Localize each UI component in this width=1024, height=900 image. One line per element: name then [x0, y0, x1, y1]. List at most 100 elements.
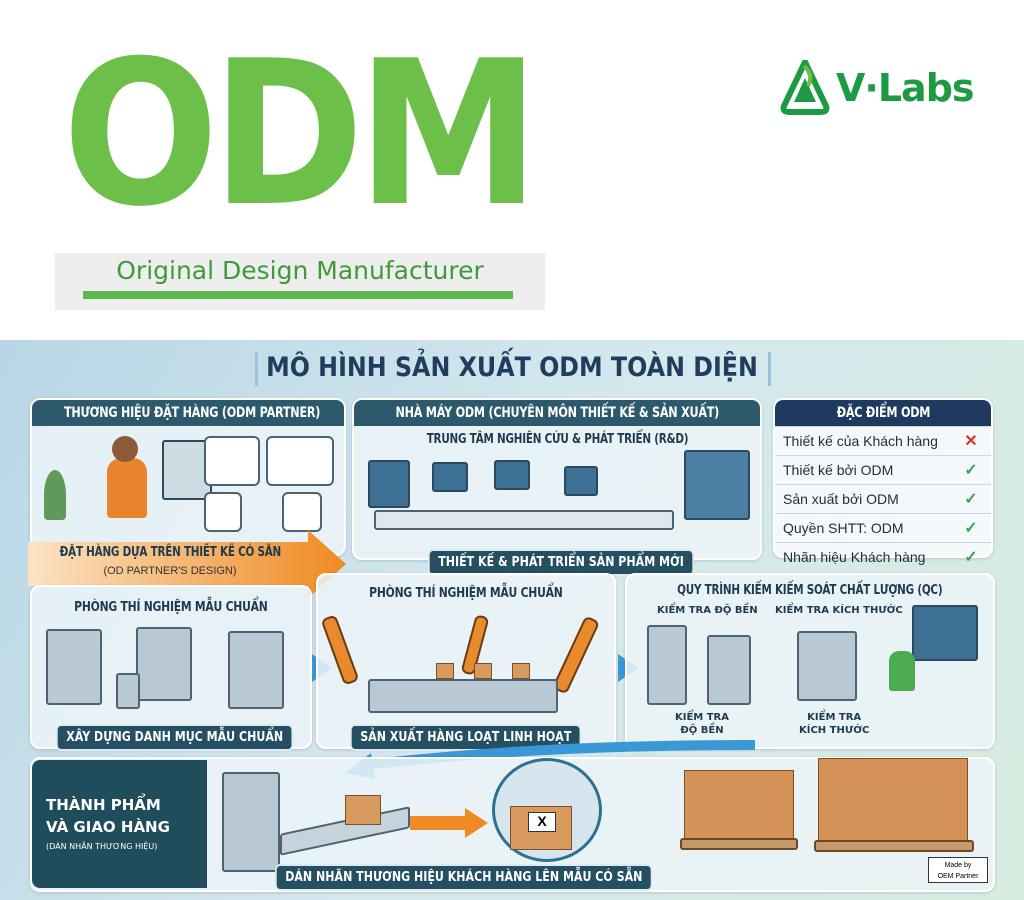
feature-row: Sản xuất bởi ODM✓: [775, 484, 991, 514]
touch-card: [282, 492, 322, 532]
product-box: [345, 795, 381, 825]
feature-label: Sản xuất bởi ODM: [775, 484, 951, 514]
pallet-boxes: [684, 770, 794, 840]
product-box: [474, 663, 492, 679]
stamp-line: Made by: [944, 862, 972, 869]
features-panel: ĐẶC ĐIỂM ODM Thiết kế của Khách hàng✕Thi…: [773, 398, 993, 571]
lab-machine: [228, 631, 284, 709]
title-divider: [255, 352, 258, 386]
delivery-title: THÀNH PHẨM: [46, 796, 161, 814]
delivery-title-box: THÀNH PHẨM VÀ GIAO HÀNG (DÁN NHÃN THƯƠNG…: [32, 760, 207, 888]
plant-illustration: [44, 470, 66, 520]
rd-monitor: [494, 460, 530, 490]
lab-machine-small: [116, 673, 140, 709]
tablet-card: [204, 492, 242, 532]
delivery-sub: (DÁN NHÃN THƯƠNG HIỆU): [46, 842, 158, 851]
logo-text: V·Labs: [836, 66, 975, 110]
feature-label: Nhãn hiệu Khách hàng: [775, 542, 951, 571]
check-icon: ✓: [951, 484, 991, 514]
qc-label-line: ĐỘ BỀN: [680, 725, 724, 736]
person-illustration: [107, 458, 147, 518]
subtitle-underline: [83, 291, 513, 299]
lab-machine: [136, 627, 192, 701]
qc-dashboard-monitor: [912, 605, 978, 661]
qc-label: KIỂM TRA ĐỘ BỀN: [675, 711, 729, 737]
qc-machine: [707, 635, 751, 705]
vlabs-logo: V·Labs: [780, 58, 975, 118]
factory-panel: NHÀ MÁY ODM (CHUYÊN MÔN THIẾT KẾ & SẢN X…: [352, 398, 762, 560]
feature-label: Thiết kế bởi ODM: [775, 455, 951, 485]
monitor-illustration: [162, 440, 212, 500]
qc-label: KIỂM TRA KÍCH THƯỚC: [799, 711, 869, 737]
product-box: [512, 663, 530, 679]
rd-monitor: [368, 460, 410, 508]
robot-arm: [551, 615, 601, 695]
lab-machine: [46, 629, 102, 705]
features-header: ĐẶC ĐIỂM ODM: [775, 400, 991, 426]
check-icon: ✓: [951, 455, 991, 485]
brand-label: X: [528, 812, 556, 832]
order-arrow-label-wrap: ĐẶT HÀNG DỰA TRÊN THIẾT KẾ CÓ SẴN: [30, 545, 310, 560]
qc-title-wrap: QUY TRÌNH KIẾM KIẾM SOÁT CHẤT LƯỢNG (QC): [627, 583, 993, 598]
check-icon: ✓: [951, 542, 991, 571]
feature-row: Quyền SHTT: ODM✓: [775, 513, 991, 543]
phone-list-card: [266, 436, 334, 486]
order-arrow: [28, 530, 346, 598]
lab-title-wrap: PHÒNG THÍ NGHIỆM MẪU CHUẨN: [32, 599, 310, 615]
partner-header: THƯƠNG HIỆU ĐẶT HÀNG (ODM PARTNER): [32, 400, 344, 426]
labeling-machine: [222, 772, 280, 872]
pallet: [680, 838, 798, 850]
rd-large-monitor: [684, 450, 750, 520]
phone-design-card: [204, 436, 260, 486]
order-arrow-label: ĐẶT HÀNG DỰA TRÊN THIẾT KẾ CÓ SẴN: [59, 545, 281, 560]
production-title-wrap: PHÒNG THÍ NGHIỆM MẪU CHUẨN: [318, 585, 614, 601]
rd-monitor: [564, 466, 598, 496]
delivery-caption: DÁN NHÃN THƯƠNG HIỆU KHÁCH HÀNG LÊN MẪU …: [275, 864, 653, 891]
qc-machine: [647, 625, 687, 705]
feature-label: Quyền SHTT: ODM: [775, 513, 951, 543]
lab-title: PHÒNG THÍ NGHIỆM MẪU CHUẨN: [74, 599, 268, 615]
infographic-title: MÔ HÌNH SẢN XUẤT ODM TOÀN DIỆN: [266, 352, 758, 383]
product-box: [436, 663, 454, 679]
odm-title: ODM: [62, 18, 540, 251]
production-panel: PHÒNG THÍ NGHIỆM MẪU CHUẨN: [316, 573, 616, 749]
factory-caption: THIẾT KẾ & PHÁT TRIỂN SẢN PHẨM MỚI: [428, 549, 695, 576]
rd-monitor: [432, 462, 468, 492]
lab-caption: XÂY DỰNG DANH MỤC MẪU CHUẨN: [56, 724, 294, 751]
subtitle: Original Design Manufacturer: [116, 256, 484, 285]
conveyor: [368, 679, 558, 713]
partner-panel: THƯƠNG HIỆU ĐẶT HÀNG (ODM PARTNER): [30, 398, 346, 556]
features-table: Thiết kế của Khách hàng✕Thiết kế bởi ODM…: [775, 426, 991, 571]
subtitle-band: [55, 253, 545, 310]
feature-row: Nhãn hiệu Khách hàng✓: [775, 542, 991, 571]
feature-label: Thiết kế của Khách hàng: [775, 426, 951, 456]
qc-label-line: KIỂM TRA: [675, 712, 729, 723]
check-icon: ✓: [951, 513, 991, 543]
qc-operator: [889, 651, 915, 691]
qc-label-line: KÍCH THƯỚC: [799, 725, 870, 736]
cross-icon: ✕: [951, 426, 991, 456]
pallet: [814, 840, 974, 852]
production-title: PHÒNG THÍ NGHIỆM MẪU CHUẨN: [369, 585, 563, 601]
rd-title-wrap: TRUNG TÂM NGHIÊN CỨU & PHÁT TRIỂN (R&D): [354, 432, 760, 447]
qc-panel: QUY TRÌNH KIẾM KIẾM SOÁT CHẤT LƯỢNG (QC)…: [625, 573, 995, 749]
drop-logo-icon: [780, 60, 830, 115]
rd-desks: [374, 510, 674, 530]
qc-label-line: KIỂM TRA: [807, 712, 862, 723]
title-divider: [768, 352, 771, 386]
orange-arrow-icon: [410, 808, 488, 838]
partner-header-text: THƯƠNG HIỆU ĐẶT HÀNG (ODM PARTNER): [64, 405, 321, 421]
feature-row: Thiết kế bởi ODM✓: [775, 455, 991, 485]
feature-row: Thiết kế của Khách hàng✕: [775, 426, 991, 456]
features-header-text: ĐẶC ĐIỂM ODM: [836, 405, 930, 421]
factory-header-text: NHÀ MÁY ODM (CHUYÊN MÔN THIẾT KẾ & SẢN X…: [395, 405, 719, 421]
qc-machine: [797, 631, 857, 701]
qc-label: KIỂM TRA KÍCH THƯỚC: [775, 605, 903, 616]
qc-title: QUY TRÌNH KIẾM KIẾM SOÁT CHẤT LƯỢNG (QC): [677, 583, 943, 598]
delivery-title: VÀ GIAO HÀNG: [46, 818, 170, 836]
factory-header: NHÀ MÁY ODM (CHUYÊN MÔN THIẾT KẾ & SẢN X…: [354, 400, 760, 426]
pallet-boxes: [818, 758, 968, 842]
rd-title: TRUNG TÂM NGHIÊN CỨU & PHÁT TRIỂN (R&D): [426, 432, 688, 447]
person-head: [112, 436, 138, 462]
